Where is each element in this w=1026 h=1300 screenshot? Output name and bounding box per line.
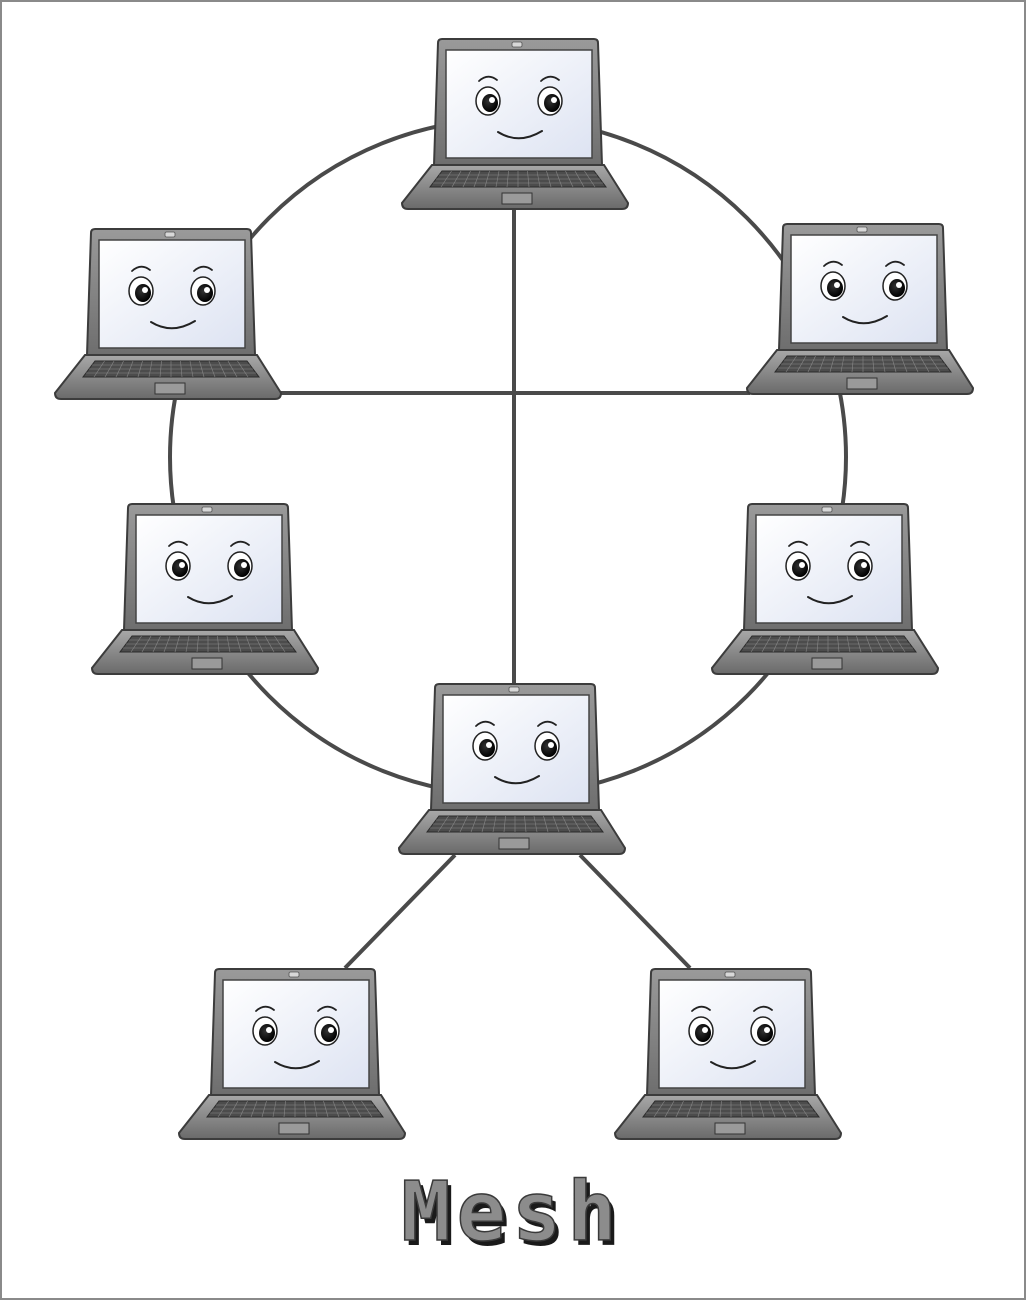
laptop-screen: [443, 695, 589, 803]
webcam-icon: [512, 42, 522, 47]
title-text: Mesh: [401, 1165, 622, 1260]
laptop-upper-left: [55, 229, 281, 399]
webcam-icon: [822, 507, 832, 512]
laptop-screen: [791, 235, 937, 343]
laptop-screen: [659, 980, 805, 1088]
laptop-middle-left: [92, 504, 318, 674]
touchpad: [847, 378, 877, 389]
laptop-top: [402, 39, 628, 209]
webcam-icon: [725, 972, 735, 977]
webcam-icon: [202, 507, 212, 512]
laptop-bottom-left: [179, 969, 405, 1139]
laptop-screen: [223, 980, 369, 1088]
laptop-screen: [136, 515, 282, 623]
webcam-icon: [857, 227, 867, 232]
laptop-bottom-right: [615, 969, 841, 1139]
laptop-middle-right: [712, 504, 938, 674]
touchpad: [192, 658, 222, 669]
link-center-bottom-left: [345, 855, 455, 968]
laptop-screen: [756, 515, 902, 623]
touchpad: [502, 193, 532, 204]
touchpad: [812, 658, 842, 669]
touchpad: [155, 383, 185, 394]
laptop-upper-right: [747, 224, 973, 394]
laptop-screen: [99, 240, 245, 348]
webcam-icon: [165, 232, 175, 237]
laptop-center: [399, 684, 625, 854]
touchpad: [499, 838, 529, 849]
webcam-icon: [509, 687, 519, 692]
touchpad: [715, 1123, 745, 1134]
touchpad: [279, 1123, 309, 1134]
diagram-title: Mesh Mesh: [401, 1165, 626, 1265]
link-center-bottom-right: [580, 855, 690, 968]
webcam-icon: [289, 972, 299, 977]
laptop-screen: [446, 50, 592, 158]
